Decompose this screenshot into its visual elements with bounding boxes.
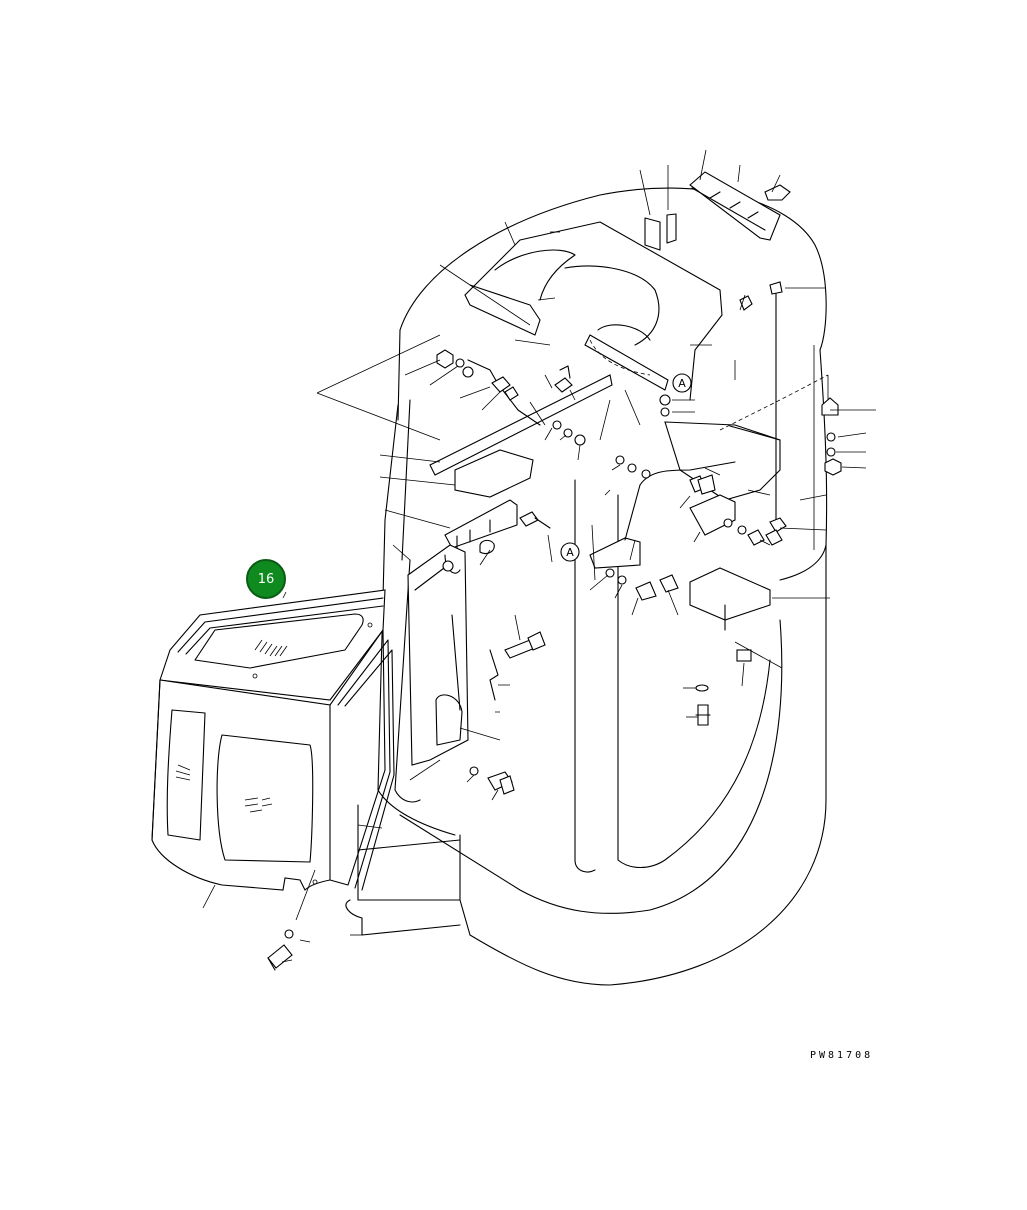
door-post bbox=[407, 544, 469, 766]
svg-text:A: A bbox=[566, 546, 574, 559]
drawing-number: PW81708 bbox=[810, 1050, 874, 1061]
part-callout-16[interactable]: 16 bbox=[246, 559, 286, 599]
side-door-panel bbox=[151, 589, 395, 891]
top-handle-bracket bbox=[644, 171, 791, 251]
roof-hatch bbox=[464, 221, 723, 401]
svg-text:A: A bbox=[678, 377, 686, 390]
reference-mark-a-upper: A bbox=[672, 373, 692, 393]
leader-lines bbox=[202, 149, 876, 963]
hex-nut bbox=[436, 349, 454, 369]
part-callout-label: 16 bbox=[257, 571, 275, 587]
fasteners bbox=[267, 281, 842, 971]
reference-mark-a-lower: A bbox=[560, 542, 580, 562]
